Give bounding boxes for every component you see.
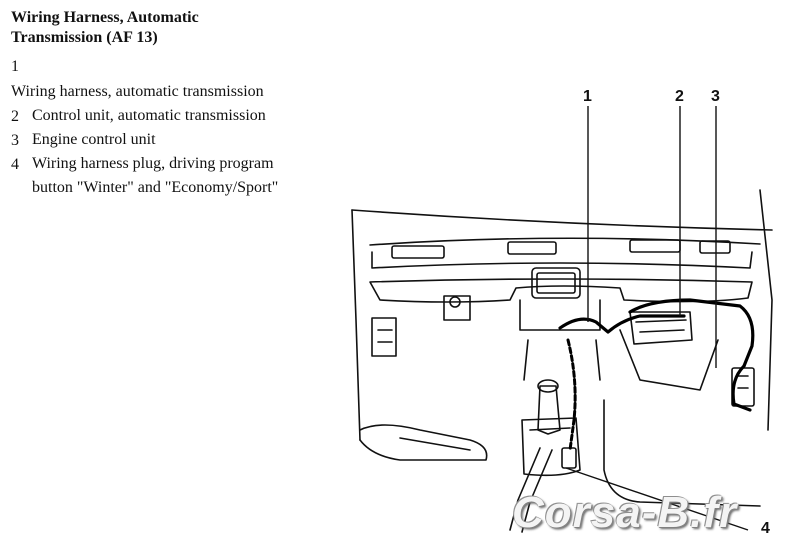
callout-4-leader bbox=[565, 467, 749, 531]
harness-branch-ecu-lower bbox=[731, 364, 752, 412]
legend-item-4: 4 Wiring harness plug, driving program b… bbox=[11, 152, 316, 200]
gear-lever bbox=[537, 385, 561, 435]
wiring-harness-automatic-transmission bbox=[558, 314, 686, 334]
legend-text: Wiring harness plug, driving program but… bbox=[32, 155, 279, 196]
footwell-left bbox=[359, 424, 488, 461]
engine-control-unit bbox=[731, 367, 755, 407]
a-pillar-right bbox=[759, 189, 773, 431]
air-vent bbox=[629, 239, 681, 253]
steering-column-mount bbox=[443, 295, 471, 321]
legend-number: 2 bbox=[11, 108, 19, 125]
air-vent bbox=[391, 245, 445, 259]
legend-text: Control unit, automatic transmission bbox=[32, 107, 266, 124]
harness-dashed-run bbox=[566, 338, 577, 452]
callout-4: 4 bbox=[761, 520, 770, 537]
control-unit-automatic-transmission bbox=[629, 311, 693, 345]
legend-number: 1 bbox=[11, 58, 19, 75]
title-line-1: Wiring Harness, Automatic bbox=[11, 9, 199, 26]
legend-text: Engine control unit bbox=[32, 131, 156, 148]
gear-boot bbox=[521, 417, 581, 477]
callout-2: 2 bbox=[675, 88, 684, 105]
callout-1: 1 bbox=[583, 88, 592, 105]
legend-item-1: 1 Wiring harness, automatic transmission bbox=[11, 54, 316, 104]
legend-item-2: 2 Control unit, automatic transmission bbox=[11, 104, 316, 128]
floor-right bbox=[603, 399, 761, 507]
air-vent bbox=[507, 241, 557, 255]
callout-3: 3 bbox=[711, 88, 720, 105]
legend-number: 3 bbox=[11, 132, 19, 149]
air-vent bbox=[699, 240, 731, 254]
center-display bbox=[531, 267, 581, 299]
center-console bbox=[519, 299, 601, 331]
title-line-2: Transmission (AF 13) bbox=[11, 29, 158, 46]
watermark-logo: Corsa-B.fr bbox=[512, 488, 738, 537]
legend-list: 1 Wiring harness, automatic transmission… bbox=[11, 54, 316, 200]
legend-item-3: 3 Engine control unit bbox=[11, 128, 316, 152]
diagram-title: Wiring Harness, Automatic Transmission (… bbox=[11, 8, 301, 48]
legend-number: 4 bbox=[11, 156, 19, 173]
dash-panel bbox=[369, 278, 753, 303]
windshield-edge bbox=[351, 209, 773, 231]
a-pillar-left bbox=[351, 209, 361, 441]
handbrake-lever bbox=[509, 447, 553, 533]
wiring-harness-plug bbox=[561, 447, 577, 469]
harness-branch-ecu bbox=[628, 298, 755, 368]
legend-text: Wiring harness, automatic transmission bbox=[11, 83, 264, 100]
